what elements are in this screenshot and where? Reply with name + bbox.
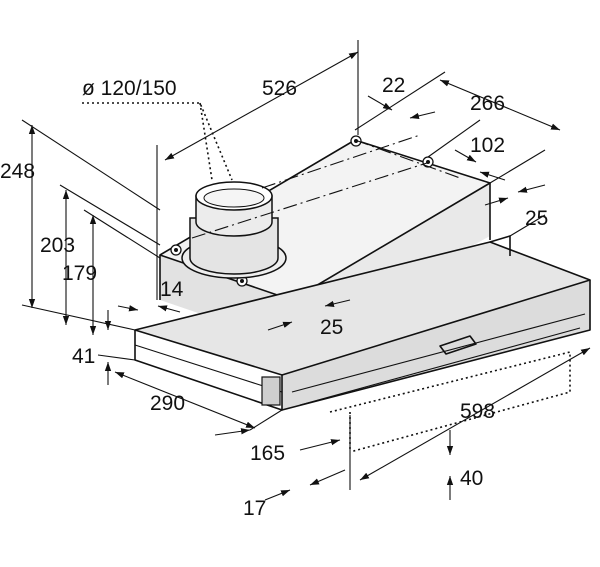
dimension-labels: ø 120/150 526 22 266 102 25 248 203 179 … bbox=[0, 74, 548, 520]
label-25-back: 25 bbox=[525, 207, 548, 230]
label-22: 22 bbox=[382, 74, 405, 97]
label-526: 526 bbox=[262, 77, 297, 100]
label-290: 290 bbox=[150, 392, 185, 415]
center-lines bbox=[191, 134, 461, 239]
dim-290-line bbox=[114, 371, 256, 429]
label-102: 102 bbox=[470, 134, 505, 157]
label-41: 41 bbox=[72, 345, 95, 368]
label-17: 17 bbox=[243, 497, 266, 520]
dim-526-line bbox=[164, 51, 359, 161]
duct-collar bbox=[181, 181, 287, 279]
dim-266-line bbox=[439, 79, 561, 131]
label-248: 248 bbox=[0, 160, 35, 183]
visor-side-face bbox=[282, 280, 590, 410]
label-266: 266 bbox=[470, 92, 505, 115]
label-14: 14 bbox=[160, 278, 184, 301]
dim-598-line bbox=[359, 347, 591, 481]
label-25-front: 25 bbox=[320, 316, 343, 339]
dimension-lines bbox=[28, 51, 591, 501]
label-203: 203 bbox=[40, 234, 75, 257]
extension-lines bbox=[21, 40, 591, 490]
label-179: 179 bbox=[62, 262, 97, 285]
label-duct-diameter: ø 120/150 bbox=[82, 77, 177, 100]
label-598: 598 bbox=[460, 400, 495, 423]
visor-top-face bbox=[135, 242, 590, 375]
label-40: 40 bbox=[460, 467, 483, 490]
label-165: 165 bbox=[250, 442, 285, 465]
